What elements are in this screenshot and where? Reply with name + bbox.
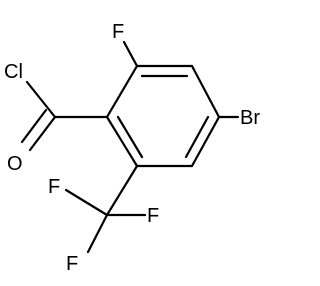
- ring-bond-c4-c5: [190, 115, 221, 168]
- ring-bond-c1-c2: [105, 64, 139, 119]
- bond-carbonyl-o: [28, 115, 57, 152]
- ring-bond-c6-c1-inner: [116, 115, 144, 159]
- atom-label-cf3-f1: F: [48, 176, 60, 198]
- ring-bond-c4-c5-inner: [184, 115, 210, 159]
- ring-bond-c3-c4: [190, 64, 221, 119]
- atom-label-o: O: [7, 153, 23, 175]
- atom-label-cf3-f2: F: [147, 205, 159, 227]
- bond-cf3-f1: [64, 188, 109, 217]
- atom-label-cf3-f3: F: [66, 253, 78, 275]
- bond-c2-f: [122, 40, 139, 68]
- bond-carbonyl-o-second: [20, 108, 48, 144]
- bond-carbonyl-cl: [25, 80, 57, 119]
- ring-bond-c6-c1: [105, 115, 139, 168]
- atom-label-cl: Cl: [4, 61, 23, 83]
- molecule-structure-diagram: Cl O F Br F F F: [4, 21, 260, 275]
- bond-cf3-f3: [86, 213, 109, 254]
- atom-label-f-ring: F: [112, 21, 124, 43]
- atom-label-br: Br: [240, 107, 260, 129]
- bond-c6-cf3: [105, 164, 139, 217]
